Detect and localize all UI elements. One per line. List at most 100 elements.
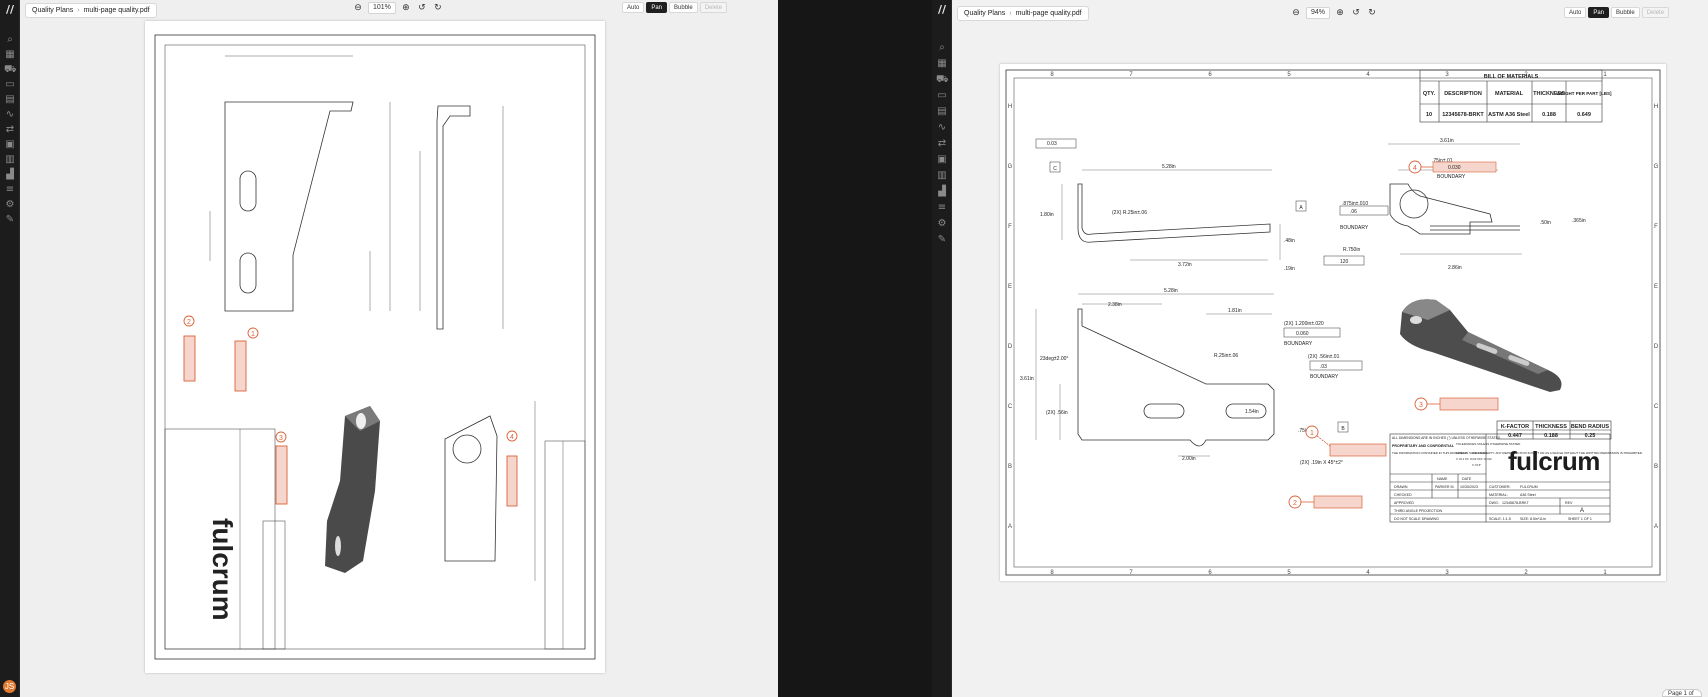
zoom-toolbar: ⊖ 101% ⊕ ↺ ↻ [352,1,444,15]
zoom-level[interactable]: 94% [1306,7,1331,19]
bom-header-thickness: THICKNESS [1533,91,1565,97]
mode-delete-button[interactable]: Delete [1641,7,1670,18]
grid-icon[interactable]: ▦ [937,58,947,69]
settings-icon[interactable]: ⚙ [5,199,15,210]
rotate-right-icon[interactable]: ↻ [434,3,442,13]
balloon-2[interactable]: 2 [1293,500,1297,507]
row-label: C [1654,404,1659,410]
cart-icon[interactable]: ⛟ [4,64,17,75]
dim-286: 2.86in [1448,265,1462,271]
archive-icon[interactable]: ▥ [937,170,947,181]
page-indicator[interactable]: Page 1 of 1 [1662,689,1702,697]
breadcrumb-separator-icon: › [1009,10,1012,17]
list-icon[interactable]: ≡ [5,184,15,195]
mode-delete-button[interactable]: Delete [699,2,728,13]
col-label: 4 [1366,72,1370,78]
dim-front-528: 5.28in [1164,288,1178,294]
balloon-2-rotated[interactable]: 2 [187,319,191,326]
dim-front-238: 2.38in [1108,302,1122,308]
bom-header-qty: QTY. [1423,91,1436,97]
balloon-3-rotated[interactable]: 3 [279,435,283,442]
kfactor-table: K-FACTOR THICKNESS BEND RADIUS 0.447 0.1… [1496,420,1612,440]
drawing-sheet[interactable]: 8 7 6 5 4 3 2 1 8 7 6 5 4 3 2 1 H [1000,64,1666,581]
archive-icon[interactable]: ▥ [5,154,15,165]
col-label: 6 [1208,570,1212,576]
bom-header-material: MATERIAL [1495,91,1524,97]
calendar-icon[interactable]: ▤ [5,94,15,105]
mode-auto-button[interactable]: Auto [1564,7,1587,18]
dim-front-361: 3.61in [1020,376,1034,382]
chart-icon[interactable]: ▟ [938,186,946,197]
col-label: 2 [1524,570,1528,576]
fcf-4-value: 0.030 [1448,165,1461,171]
zoom-out-icon[interactable]: ⊖ [1292,8,1300,18]
dim-front-angle: 23deg±2.00° [1040,356,1068,362]
rotate-right-icon[interactable]: ↻ [1368,8,1376,18]
truck-icon[interactable]: ▭ [937,90,947,101]
cart-icon[interactable]: ⛟ [936,74,949,85]
dim-boundary-3: BOUNDARY [1284,341,1313,347]
balloon-3[interactable]: 3 [1419,402,1423,409]
user-avatar[interactable]: JS [3,680,16,693]
datum-c: C [1053,166,1057,172]
zoom-toolbar: ⊖ 94% ⊕ ↺ ↻ [1290,6,1378,20]
rotate-left-icon[interactable]: ↺ [1352,8,1360,18]
left-canvas[interactable]: Quality Plans›multi-page quality.pdf ⊖ 1… [20,0,778,697]
transfer-icon[interactable]: ⇄ [5,124,15,135]
dim-fcf-1200: (2X) 1.200in±.020 [1284,321,1324,327]
mode-bubble-button[interactable]: Bubble [669,2,698,13]
pane-divider [778,0,932,697]
iso-part-rotated [325,406,380,573]
balloon-1[interactable]: 1 [1310,430,1314,437]
activity-icon[interactable]: ∿ [937,122,947,133]
thickness-value: 0.188 [1544,433,1558,439]
grid-icon[interactable]: ▦ [5,49,15,60]
mode-bubble-button[interactable]: Bubble [1611,7,1640,18]
breadcrumb-file: multi-page quality.pdf [1015,10,1082,17]
zoom-out-icon[interactable]: ⊖ [354,3,362,13]
tb-sheet: SHEET 1 OF 1 [1568,517,1592,521]
search-icon[interactable]: ⌕ [939,42,945,53]
fcf-03-value: .03 [1320,364,1327,370]
zoom-in-icon[interactable]: ⊕ [1336,8,1344,18]
kfactor-value: 0.447 [1508,433,1522,439]
drawing-sheet-rotated[interactable]: 2 1 3 4 fulcrum [145,21,605,673]
dim-side-372: 3.72in [1178,262,1192,268]
app-logo-icon[interactable]: // [937,3,947,16]
mode-auto-button[interactable]: Auto [622,2,645,13]
wrench-icon[interactable]: ✎ [5,214,15,225]
search-icon[interactable]: ⌕ [7,34,13,45]
transfer-icon[interactable]: ⇄ [937,138,947,149]
dim-front-r25: R.25in±.06 [1214,353,1238,359]
row-label: F [1008,224,1012,230]
settings-icon[interactable]: ⚙ [937,218,947,229]
right-nav-rail: // ⌕ ▦ ⛟ ▭ ▤ ∿ ⇄ ▣ ▥ ▟ ≡ ⚙ ✎ [932,0,952,697]
truck-icon[interactable]: ▭ [5,79,15,90]
zoom-in-icon[interactable]: ⊕ [402,3,410,13]
zoom-level[interactable]: 101% [368,2,396,14]
mode-pan-button[interactable]: Pan [1588,7,1610,18]
list-icon[interactable]: ≡ [937,202,947,213]
balloon-4-rotated[interactable]: 4 [510,434,514,441]
tb-dwg: 12345678-BRKT [1502,501,1530,505]
front-view: 5.28in 2.38in 1.81in 23deg±2.00° 3.61in … [1020,288,1363,466]
right-canvas[interactable]: Quality Plans›multi-page quality.pdf ⊖ 9… [952,0,1708,697]
balloon-1-rotated[interactable]: 1 [251,331,255,338]
breadcrumb-root[interactable]: Quality Plans [32,7,74,14]
tb-projection: THIRD ANGLE PROJECTION [1394,509,1443,513]
dim-side-528: 5.28in [1162,164,1176,170]
app-logo-icon[interactable]: // [5,3,15,16]
chart-icon[interactable]: ▟ [6,169,14,180]
box-icon[interactable]: ▣ [5,139,15,150]
calendar-icon[interactable]: ▤ [937,106,947,117]
tb-name-header: NAME [1437,477,1448,481]
mode-pan-button[interactable]: Pan [646,2,668,13]
bom-header-weight: WEIGHT PER PART [LBS] [1557,91,1612,96]
wrench-icon[interactable]: ✎ [937,234,947,245]
dim-front-181: 1.81in [1228,308,1242,314]
breadcrumb-root[interactable]: Quality Plans [964,10,1006,17]
balloon-4[interactable]: 4 [1413,165,1417,172]
activity-icon[interactable]: ∿ [5,109,15,120]
box-icon[interactable]: ▣ [937,154,947,165]
rotate-left-icon[interactable]: ↺ [418,3,426,13]
